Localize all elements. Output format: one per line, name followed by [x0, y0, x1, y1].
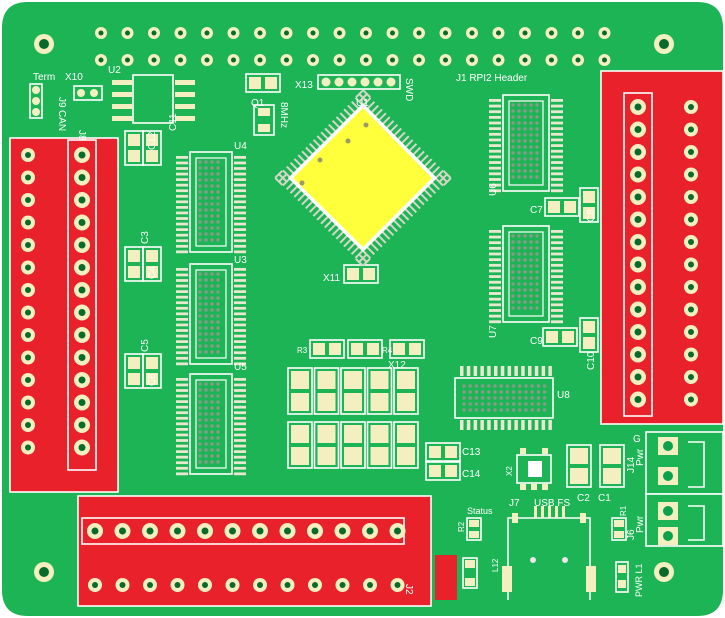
label-u8: U8: [557, 390, 570, 401]
j1-rpi-header: [95, 27, 611, 66]
label-x10: X10: [65, 72, 83, 83]
label-usb: USB FS: [534, 498, 570, 509]
label-j8: J8: [76, 130, 87, 141]
label-j2: J2: [403, 584, 414, 595]
label-u4: U4: [234, 141, 247, 152]
label-c1: C1: [598, 493, 611, 504]
label-c3: C3: [140, 231, 151, 244]
label-c6: C6: [147, 373, 158, 386]
j8-connector: [21, 139, 97, 471]
label-pwrl1: PWR L1: [634, 563, 644, 597]
label-c2: C2: [577, 493, 590, 504]
power-connectors: [645, 431, 724, 547]
label-c4: C4: [147, 266, 158, 279]
j2-connector: [81, 517, 406, 592]
label-pwr2: Pwr: [635, 515, 646, 533]
q1-crystal: [253, 104, 275, 136]
label-c7: C7: [530, 205, 543, 216]
label-u5: U5: [234, 362, 247, 373]
label-status: Status: [467, 506, 493, 516]
silkscreen-labels: Term X10 J9 CAN U2 X13 SWD J1 RPI2 Heade…: [33, 65, 646, 597]
label-c11: C11: [168, 113, 179, 131]
label-can: CAN: [56, 110, 67, 131]
label-pwr: Pwr: [635, 448, 646, 466]
label-term: Term: [33, 72, 55, 83]
label-x2: X2: [505, 466, 514, 476]
j7-usb-connector: [502, 506, 596, 600]
label-j14: J14: [626, 456, 637, 473]
label-u6: U6: [488, 183, 499, 196]
label-j1: J1 RPI2 Header: [456, 73, 528, 84]
label-c12: C12: [147, 131, 158, 150]
label-c10: C10: [586, 351, 597, 370]
label-c5: C5: [140, 339, 151, 352]
x13-swd-header: [317, 74, 401, 90]
u2-chip: [112, 74, 195, 124]
j9-x10-jumpers: [29, 83, 103, 119]
label-j9: J9: [56, 97, 67, 108]
label-l12: L12: [491, 558, 500, 572]
u1-mcu: [274, 89, 452, 267]
right-connector: [623, 92, 698, 417]
label-c9: C9: [530, 336, 543, 347]
u8-chip: [454, 366, 554, 430]
label-c13: C13: [462, 447, 481, 458]
label-u2: U2: [108, 65, 121, 76]
mounting-holes: [34, 34, 674, 582]
x2-regulator: [516, 448, 552, 490]
u1-body: [293, 108, 432, 247]
label-r2: R2: [457, 521, 466, 532]
label-u7: U7: [488, 325, 499, 338]
label-swd: SWD: [403, 78, 414, 101]
label-x11: X11: [323, 273, 340, 284]
tssop-chips: [176, 94, 563, 476]
label-c14: C14: [462, 469, 481, 480]
resistor-array: [287, 367, 419, 469]
label-g: G: [633, 434, 641, 445]
label-8mhz: 8MHz: [278, 102, 289, 128]
label-j7: J7: [509, 498, 520, 509]
label-u1: U1: [356, 98, 369, 109]
label-j6: J6: [626, 529, 637, 540]
label-x12: X12: [388, 360, 406, 371]
label-r1: R1: [619, 505, 628, 516]
passive-components: [124, 73, 599, 481]
label-r4: R4: [382, 346, 393, 355]
label-r3: R3: [297, 346, 308, 355]
label-c8: C8: [586, 209, 597, 222]
c1-c2-caps: [566, 444, 625, 488]
label-x13: X13: [295, 80, 313, 91]
leds: [462, 517, 629, 593]
copper-zone-outlines: [9, 70, 724, 607]
label-q1: Q1: [251, 98, 265, 109]
label-u3: U3: [234, 255, 247, 266]
